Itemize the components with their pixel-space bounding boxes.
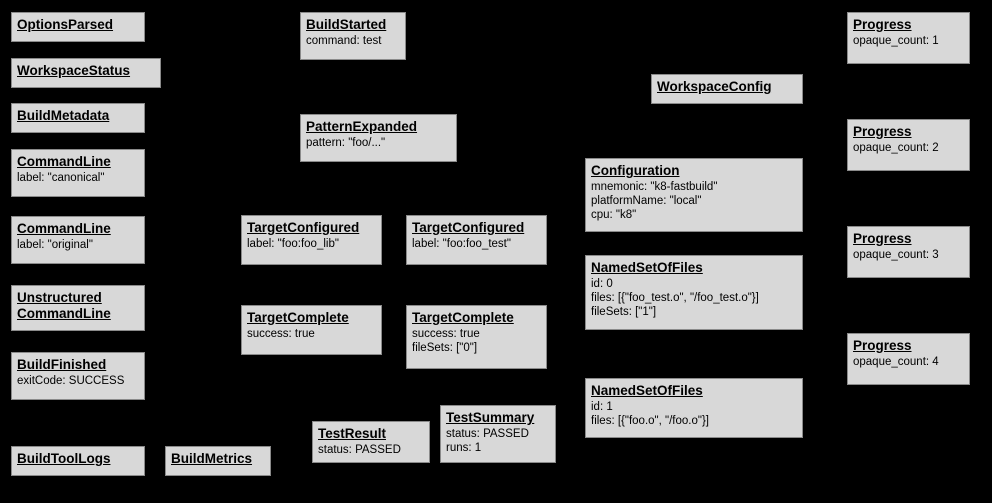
node-fields: opaque_count: 4 xyxy=(853,355,939,368)
node-target-configured-foo-test[interactable]: TargetConfigured label: "foo:foo_test" xyxy=(406,215,547,265)
node-progress-1[interactable]: Progress opaque_count: 1 xyxy=(847,12,970,64)
node-fields: mnemonic: "k8-fastbuild" platformName: "… xyxy=(591,180,718,221)
node-fields: pattern: "foo/..." xyxy=(306,136,386,149)
node-target-complete-lib[interactable]: TargetComplete success: true xyxy=(241,305,382,355)
node-title: Progress xyxy=(853,124,912,139)
node-test-result[interactable]: TestResult status: PASSED xyxy=(312,421,430,463)
node-title: CommandLine xyxy=(17,221,111,236)
node-title: WorkspaceStatus xyxy=(17,63,131,78)
node-title: WorkspaceConfig xyxy=(657,79,772,94)
node-title: OptionsParsed xyxy=(17,17,114,32)
node-title: TestResult xyxy=(318,426,387,441)
node-title: CommandLine xyxy=(17,154,111,169)
node-title: TestSummary xyxy=(446,410,535,425)
node-fields: command: test xyxy=(306,34,382,47)
node-test-summary[interactable]: TestSummary status: PASSED runs: 1 xyxy=(440,405,556,463)
node-named-set-of-files-0[interactable]: NamedSetOfFiles id: 0 files: [{"foo_test.… xyxy=(585,255,803,330)
node-workspace-config[interactable]: WorkspaceConfig xyxy=(651,74,803,104)
node-fields: label: "canonical" xyxy=(17,171,105,184)
node-build-finished[interactable]: BuildFinished exitCode: SUCCESS xyxy=(11,352,145,400)
node-title: Progress xyxy=(853,17,912,32)
node-options-parsed[interactable]: OptionsParsed xyxy=(11,12,145,42)
node-title: TargetComplete xyxy=(247,310,349,325)
node-title: Configuration xyxy=(591,163,680,178)
node-fields: opaque_count: 2 xyxy=(853,141,939,154)
node-title: TargetConfigured xyxy=(247,220,360,235)
node-fields: success: true fileSets: ["0"] xyxy=(412,327,480,354)
node-fields: opaque_count: 3 xyxy=(853,248,939,261)
node-fields: label: "original" xyxy=(17,238,93,251)
node-fields: success: true xyxy=(247,327,315,340)
node-title: PatternExpanded xyxy=(306,119,418,134)
node-progress-3[interactable]: Progress opaque_count: 3 xyxy=(847,226,970,278)
node-build-metrics[interactable]: BuildMetrics xyxy=(165,446,271,476)
node-build-started[interactable]: BuildStarted command: test xyxy=(300,12,406,60)
node-title: NamedSetOfFiles xyxy=(591,260,703,275)
node-fields: opaque_count: 1 xyxy=(853,34,939,47)
node-named-set-of-files-1[interactable]: NamedSetOfFiles id: 1 files: [{"foo.o", "… xyxy=(585,378,803,438)
node-title: TargetConfigured xyxy=(412,220,525,235)
node-title: BuildMetadata xyxy=(17,108,110,123)
node-title: Progress xyxy=(853,338,912,353)
node-title: NamedSetOfFiles xyxy=(591,383,703,398)
node-workspace-status[interactable]: WorkspaceStatus xyxy=(11,58,161,88)
node-command-line-original[interactable]: CommandLine label: "original" xyxy=(11,216,145,264)
node-title: BuildMetrics xyxy=(171,451,253,466)
node-fields: status: PASSED xyxy=(318,443,401,456)
node-title: BuildToolLogs xyxy=(17,451,111,466)
node-title: Progress xyxy=(853,231,912,246)
node-configuration[interactable]: Configuration mnemonic: "k8-fastbuild" pl… xyxy=(585,158,803,232)
node-title: TargetComplete xyxy=(412,310,514,325)
node-target-complete-test[interactable]: TargetComplete success: true fileSets: ["… xyxy=(406,305,547,369)
node-progress-2[interactable]: Progress opaque_count: 2 xyxy=(847,119,970,171)
node-build-metadata[interactable]: BuildMetadata xyxy=(11,103,145,133)
node-title: BuildFinished xyxy=(17,357,107,372)
node-fields: label: "foo:foo_lib" xyxy=(247,237,339,250)
node-fields: status: PASSED runs: 1 xyxy=(446,427,529,454)
node-build-tool-logs[interactable]: BuildToolLogs xyxy=(11,446,145,476)
node-pattern-expanded[interactable]: PatternExpanded pattern: "foo/..." xyxy=(300,114,457,162)
node-title: Unstructured CommandLine xyxy=(17,290,111,321)
node-fields: exitCode: SUCCESS xyxy=(17,374,125,387)
node-fields: id: 0 files: [{"foo_test.o", "/foo_test.… xyxy=(591,277,759,318)
node-fields: label: "foo:foo_test" xyxy=(412,237,511,250)
node-fields: id: 1 files: [{"foo.o", "/foo.o"}] xyxy=(591,400,709,427)
node-progress-4[interactable]: Progress opaque_count: 4 xyxy=(847,333,970,385)
node-command-line-canonical[interactable]: CommandLine label: "canonical" xyxy=(11,149,145,197)
node-title: BuildStarted xyxy=(306,17,387,32)
node-unstructured-command-line[interactable]: Unstructured CommandLine xyxy=(11,285,145,331)
node-target-configured-foo-lib[interactable]: TargetConfigured label: "foo:foo_lib" xyxy=(241,215,382,265)
